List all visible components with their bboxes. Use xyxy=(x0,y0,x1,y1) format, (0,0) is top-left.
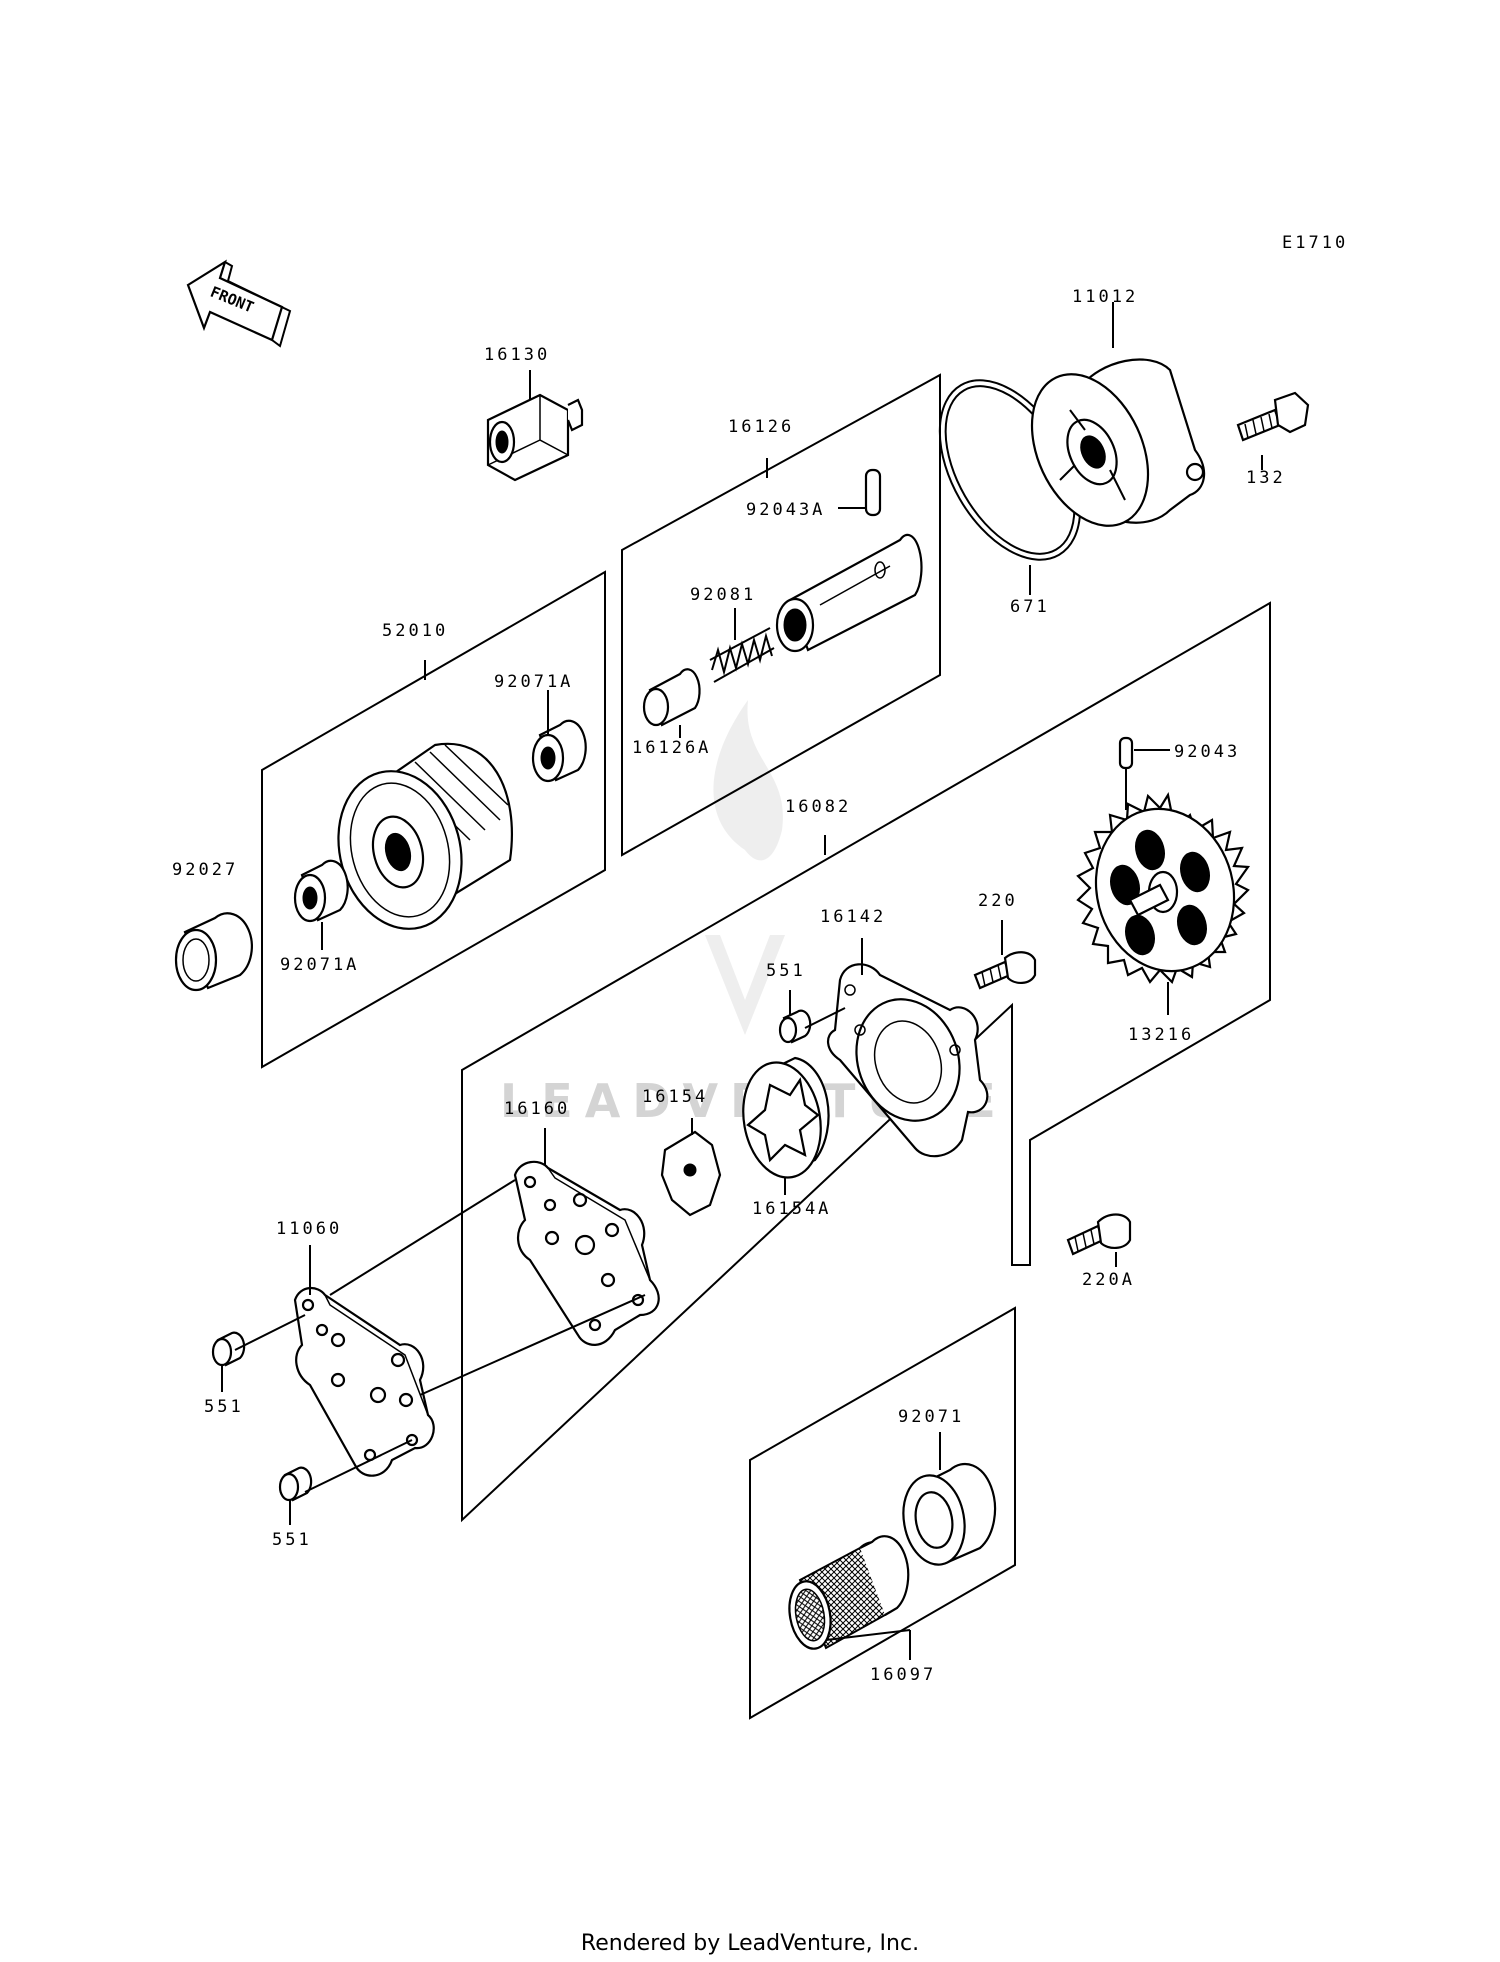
part-551-dowel-left xyxy=(211,1331,246,1367)
part-92043A-pin xyxy=(864,468,882,517)
label-16097: 16097 xyxy=(870,1665,936,1685)
box-oil-pump xyxy=(461,601,1271,1523)
part-220-bolt xyxy=(973,951,1037,990)
part-16126-valve-body xyxy=(775,533,923,653)
label-16082: 16082 xyxy=(785,797,851,817)
part-13216-gear xyxy=(1076,792,1251,985)
label-220A: 220A xyxy=(1082,1270,1135,1290)
label-551-top: 551 xyxy=(766,961,806,981)
label-16154: 16154 xyxy=(642,1087,708,1107)
diagram-code: E1710 xyxy=(1282,233,1348,253)
part-16130-fitting xyxy=(486,393,584,482)
part-92027-collar xyxy=(174,912,253,992)
part-92071-seal xyxy=(902,1462,997,1566)
label-52010: 52010 xyxy=(382,621,448,641)
part-11060-cover-plate xyxy=(293,1287,435,1477)
part-16154A-outer-rotor xyxy=(742,1056,830,1179)
label-16142: 16142 xyxy=(820,907,886,927)
label-92071A-top: 92071A xyxy=(494,672,573,692)
label-92071A-bottom: 92071A xyxy=(280,955,359,975)
part-220A-bolt xyxy=(1066,1213,1132,1256)
label-220: 220 xyxy=(978,891,1018,911)
label-671: 671 xyxy=(1010,597,1050,617)
part-132-bolt xyxy=(1236,391,1310,442)
part-92081-spring xyxy=(709,627,775,683)
label-16126: 16126 xyxy=(728,417,794,437)
label-92043A: 92043A xyxy=(746,500,825,520)
label-92027: 92027 xyxy=(172,860,238,880)
part-551-dowel-bottom xyxy=(278,1466,313,1502)
part-11012-cover xyxy=(1030,358,1206,527)
label-11012: 11012 xyxy=(1072,287,1138,307)
label-132: 132 xyxy=(1246,468,1286,488)
label-92043: 92043 xyxy=(1174,742,1240,762)
box-oil-screen xyxy=(749,1306,1016,1720)
part-52010-oil-filter xyxy=(337,742,513,930)
box-oil-filter xyxy=(261,570,606,1069)
part-16097-oil-screen xyxy=(788,1535,910,1650)
label-92081: 92081 xyxy=(690,585,756,605)
part-92071A-grommet-top xyxy=(531,719,587,783)
part-16126A-plunger xyxy=(642,668,701,727)
leader-lines xyxy=(221,302,1263,1660)
label-551-bottom: 551 xyxy=(272,1530,312,1550)
label-551-left: 551 xyxy=(204,1397,244,1417)
label-16160: 16160 xyxy=(504,1099,570,1119)
part-16160-plate xyxy=(513,1160,660,1346)
label-16130: 16130 xyxy=(484,345,550,365)
part-92043-pin xyxy=(1118,736,1134,770)
part-92071A-grommet-bottom xyxy=(293,859,349,923)
part-16154-inner-rotor xyxy=(660,1130,722,1217)
label-92071: 92071 xyxy=(898,1407,964,1427)
label-11060: 11060 xyxy=(276,1219,342,1239)
part-16142-pump-body xyxy=(827,963,989,1158)
part-551-dowel-top xyxy=(778,1009,812,1044)
label-16154A: 16154A xyxy=(752,1199,831,1219)
label-13216: 13216 xyxy=(1128,1025,1194,1045)
front-arrow-icon: FRONT xyxy=(186,259,292,348)
part-labels: 11012 132 671 16130 16126 92043A 92081 1… xyxy=(172,287,1286,1685)
box-relief-valve xyxy=(621,373,941,857)
label-16126A: 16126A xyxy=(632,738,711,758)
footer-credit: Rendered by LeadVenture, Inc. xyxy=(581,1931,919,1956)
